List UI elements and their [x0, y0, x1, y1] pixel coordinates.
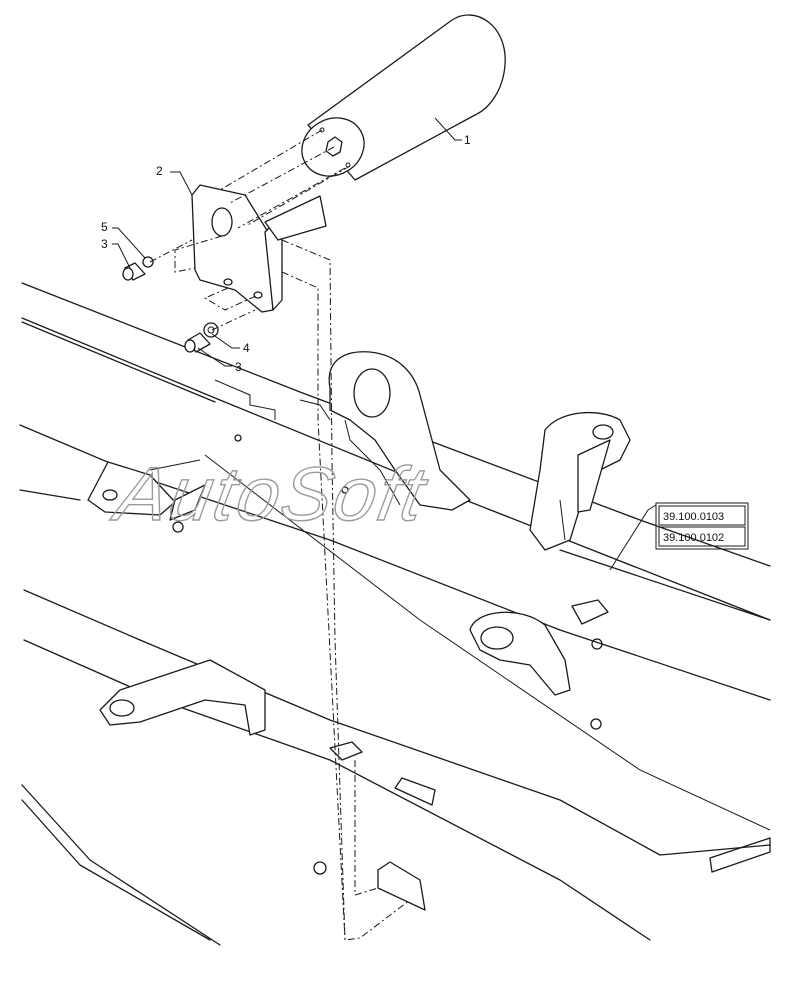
- reference-code-2: 39.100.0102: [663, 532, 724, 544]
- center-eye-bracket: [469, 599, 609, 696]
- reference-box-1[interactable]: [658, 505, 746, 526]
- callout-labels: 1 2 5 3 4 3: [101, 133, 471, 374]
- chassis-frame: [19, 282, 771, 946]
- tow-lug: [328, 351, 471, 511]
- right-bracket: [529, 411, 631, 551]
- watermark-text: AutoSoft: [106, 453, 433, 537]
- callout-3-lower: 3: [235, 360, 242, 374]
- mounting-bracket-part: [191, 184, 327, 313]
- callout-5: 5: [101, 220, 108, 234]
- reference-boxes: 39.100.0103 39.100.0102: [655, 502, 749, 550]
- lower-left-bracket: [99, 659, 266, 736]
- callout-2: 2: [156, 164, 163, 178]
- left-bracket: [87, 461, 206, 533]
- mount-tabs: [234, 434, 603, 911]
- callout-3-upper: 3: [101, 237, 108, 251]
- reference-box-2[interactable]: [658, 526, 746, 547]
- reference-code-1: 39.100.0103: [663, 511, 724, 523]
- cylinder-part: [301, 14, 506, 181]
- assembly-lines: [149, 129, 411, 941]
- callout-leaders: [112, 117, 657, 571]
- callout-4: 4: [243, 341, 250, 355]
- callout-1: 1: [464, 133, 471, 147]
